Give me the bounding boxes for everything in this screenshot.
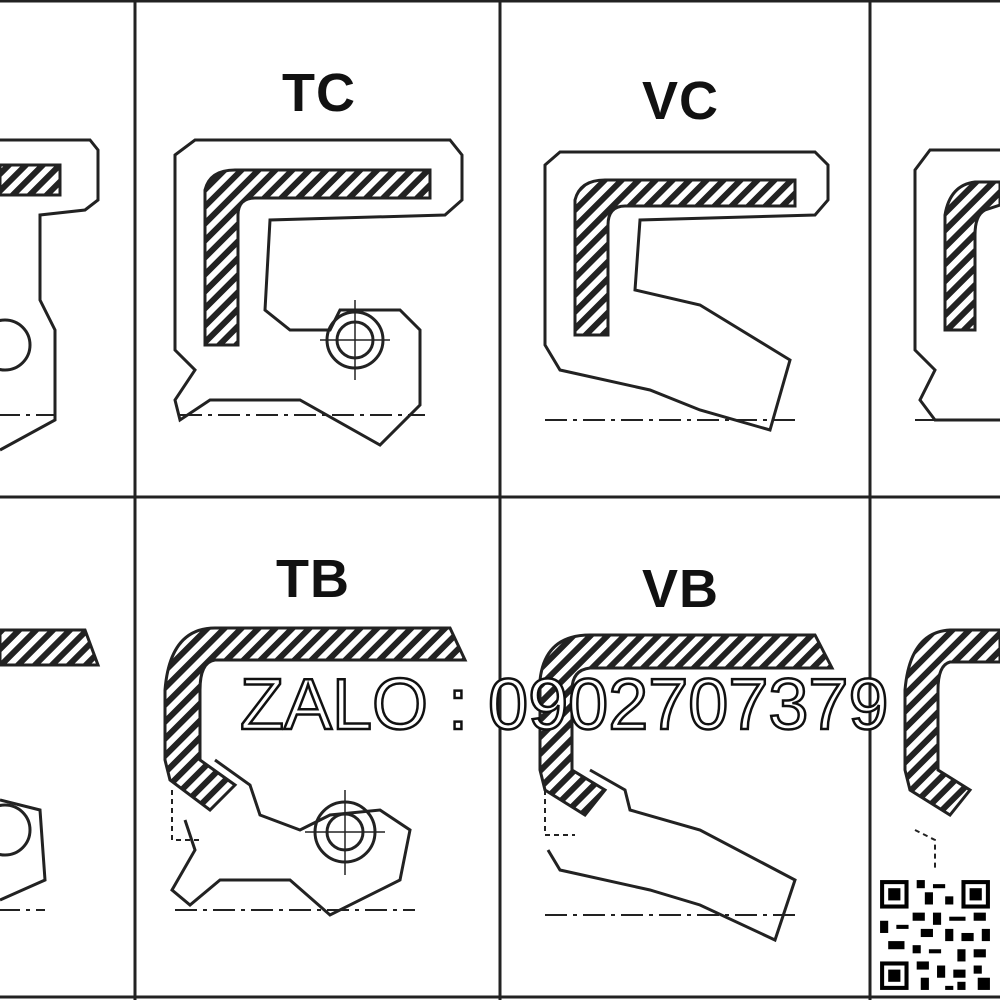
seal-tb-drawing [163,626,468,917]
seal-partial-right-bottom [903,628,1000,870]
seal-tc-drawing [173,138,464,447]
qr-code [876,876,994,994]
label-tb: TB [276,549,350,609]
label-tc: TC [282,63,356,123]
seal-partial-left-bottom [0,628,101,911]
qr-code-icon [876,876,994,994]
seal-vb-drawing [538,633,835,943]
seal-vc-drawing [543,150,830,432]
seal-partial-left-top [0,138,100,452]
label-vb: VB [642,559,720,619]
seal-partial-right-top [913,148,1000,422]
zalo-watermark: ZALO : 0902707379 [239,664,890,747]
label-vc: VC [642,71,720,131]
